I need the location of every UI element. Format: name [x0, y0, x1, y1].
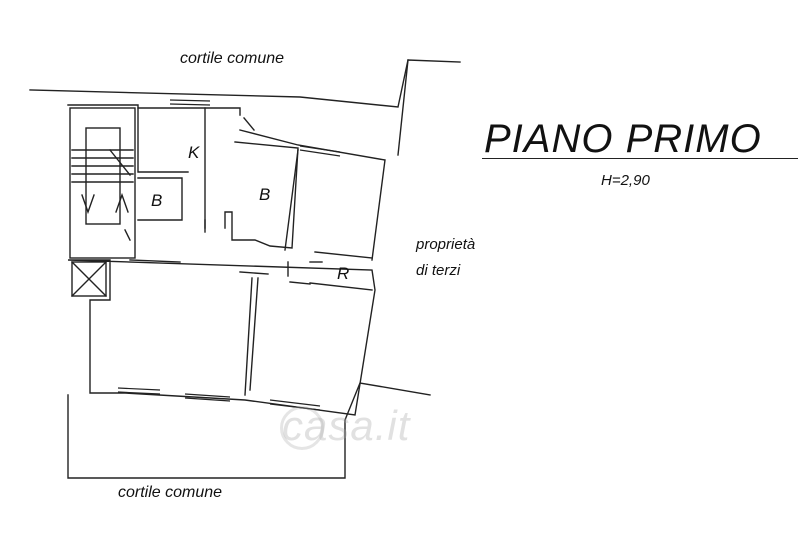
elevator-shaft [71, 261, 107, 297]
room-wall [239, 271, 269, 275]
casa-logo-icon [280, 406, 324, 450]
room-wall [249, 277, 259, 391]
bath-1-wall [137, 177, 183, 221]
room-wall [284, 149, 299, 251]
staircase [69, 107, 136, 259]
courtyard-label-top: cortile comune [180, 50, 285, 67]
third-party-label-line1: proprietà [416, 236, 476, 253]
room-wall [289, 281, 311, 285]
stair-core [85, 127, 121, 225]
outer-wall [239, 129, 386, 261]
room-wall [244, 277, 253, 396]
stair-treads [71, 149, 134, 183]
neighbour-boundary-right [397, 59, 409, 156]
kitchen-wall [137, 107, 189, 173]
courtyard-boundary-bottom [67, 382, 431, 479]
outer-wall [67, 104, 241, 116]
stair-arrow-down [81, 194, 95, 215]
courtyard-boundary-top [29, 59, 461, 108]
title-underline [482, 158, 798, 159]
courtyard-label-bottom: cortile comune [118, 484, 223, 501]
bath-2-wall [224, 141, 299, 249]
room-label-kitchen: K [188, 143, 200, 162]
room-label-storage: R [337, 264, 350, 283]
outer-wall [67, 259, 376, 416]
room-label-bath-1: B [151, 191, 163, 210]
room-wall [129, 259, 181, 263]
third-party-label-line2: di terzi [416, 262, 461, 279]
stair-arrow-up [115, 192, 129, 213]
watermark-text: casa.it [282, 402, 411, 449]
storage-wall [309, 282, 373, 291]
room-wall [314, 251, 373, 259]
room-label-bath-2: B [259, 185, 271, 204]
windows [117, 99, 341, 411]
ceiling-height-label: H=2,90 [601, 172, 650, 189]
floor-title: PIANO PRIMO [484, 117, 762, 161]
